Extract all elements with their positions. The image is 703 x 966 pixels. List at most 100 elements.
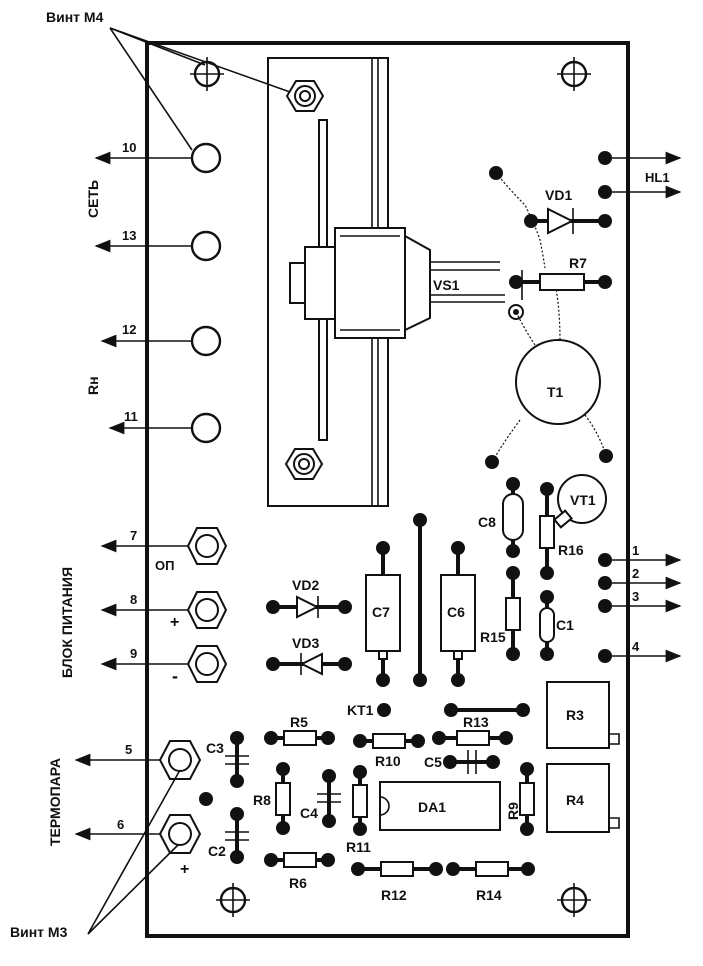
label-vint-m3: Винт М3 (10, 924, 68, 940)
pad (598, 599, 612, 613)
label-op: ОП (155, 558, 174, 573)
pad (598, 576, 612, 590)
resistor-r15 (505, 573, 521, 654)
capacitor-c6 (440, 548, 476, 680)
thyristor-vs1 (289, 227, 524, 339)
label-plus-tc: + (180, 861, 189, 878)
mounting-hole (557, 883, 591, 917)
label-c5: C5 (424, 754, 442, 770)
resistor-r13 (439, 730, 506, 746)
label-r14: R14 (476, 887, 502, 903)
label-r10: R10 (375, 753, 401, 769)
leader-line (87, 769, 181, 935)
pad (485, 455, 499, 469)
terminal-13: 13 (122, 228, 136, 243)
label-rn: Rн (85, 376, 101, 395)
label-r6: R6 (289, 875, 307, 891)
hex-terminal (186, 527, 228, 565)
diode-vd1 (531, 207, 605, 235)
label-r16: R16 (558, 542, 584, 558)
transistor-vt1 (553, 474, 607, 529)
terminal-6: 6 (117, 817, 124, 832)
terminal-7: 7 (130, 528, 137, 543)
label-vs1: VS1 (433, 277, 460, 293)
capacitor-c2 (225, 814, 249, 857)
diode-vd2 (273, 595, 345, 619)
label-vd3: VD3 (292, 635, 319, 651)
resistor-r14 (453, 861, 528, 877)
terminal-4: 4 (632, 639, 640, 654)
pad (598, 649, 612, 663)
label-c3: C3 (206, 740, 224, 756)
pad (599, 449, 613, 463)
label-t1: T1 (547, 384, 564, 400)
label-r12: R12 (381, 887, 407, 903)
resistor-r9 (519, 769, 535, 829)
capacitor-c1 (539, 597, 555, 654)
label-c1: C1 (556, 617, 574, 633)
resistor-r7 (516, 273, 605, 291)
label-termopara: ТЕРМОПАРА (47, 758, 63, 846)
terminal-2: 2 (632, 566, 639, 581)
wire (491, 419, 521, 463)
connector-pin (190, 412, 222, 444)
resistor-r5 (271, 730, 328, 746)
terminal-12: 12 (122, 322, 136, 337)
label-c7: C7 (372, 604, 390, 620)
connector-pin (190, 230, 222, 262)
label-c6: C6 (447, 604, 465, 620)
resistor-r11 (352, 772, 368, 829)
label-r4: R4 (566, 792, 584, 808)
resistor-r6 (271, 852, 328, 868)
pad (598, 185, 612, 199)
pad (598, 151, 612, 165)
terminal-3: 3 (632, 589, 639, 604)
label-r8: R8 (253, 792, 271, 808)
hex-terminal (186, 645, 228, 683)
label-kt1: KT1 (347, 702, 374, 718)
label-r9: R9 (505, 802, 521, 820)
leader-line (109, 27, 193, 151)
trimmer-r4 (546, 763, 620, 833)
mounting-hole (557, 57, 591, 91)
label-c4: C4 (300, 805, 318, 821)
mounting-hole (216, 883, 250, 917)
label-vd1: VD1 (545, 187, 572, 203)
label-vd2: VD2 (292, 577, 319, 593)
leader-line (87, 844, 179, 935)
label-r7: R7 (569, 255, 587, 271)
label-c8: C8 (478, 514, 496, 530)
connector-pin (190, 325, 222, 357)
ic-da1 (379, 781, 501, 831)
resistor-r10 (360, 733, 418, 749)
resistor-r16 (539, 489, 555, 573)
label-vt1: VT1 (570, 492, 596, 508)
capacitor-c7 (365, 548, 401, 680)
wire (584, 414, 607, 457)
capacitor-c3 (225, 738, 249, 781)
label-set: СЕТЬ (85, 180, 101, 218)
label-r13: R13 (463, 714, 489, 730)
terminal-10: 10 (122, 140, 136, 155)
terminal-11: 11 (124, 409, 138, 424)
hex-terminal (158, 814, 202, 854)
terminal-8: 8 (130, 592, 137, 607)
label-c2: C2 (208, 843, 226, 859)
capacitor-c5 (450, 750, 493, 774)
capacitor-c4 (317, 776, 341, 821)
label-r11: R11 (346, 839, 371, 855)
diode-vd3 (273, 652, 345, 676)
pad (377, 703, 391, 717)
hex-terminal (186, 591, 228, 629)
label-da1: DA1 (418, 799, 446, 815)
hex-terminal (158, 740, 202, 780)
label-r15: R15 (480, 629, 506, 645)
trimmer-r3 (546, 681, 620, 749)
label-r5: R5 (290, 714, 308, 730)
terminal-1: 1 (632, 543, 639, 558)
transformer-t1 (515, 339, 601, 425)
capacitor-c8 (502, 484, 524, 551)
label-vint-m4: Винт М4 (46, 9, 104, 25)
